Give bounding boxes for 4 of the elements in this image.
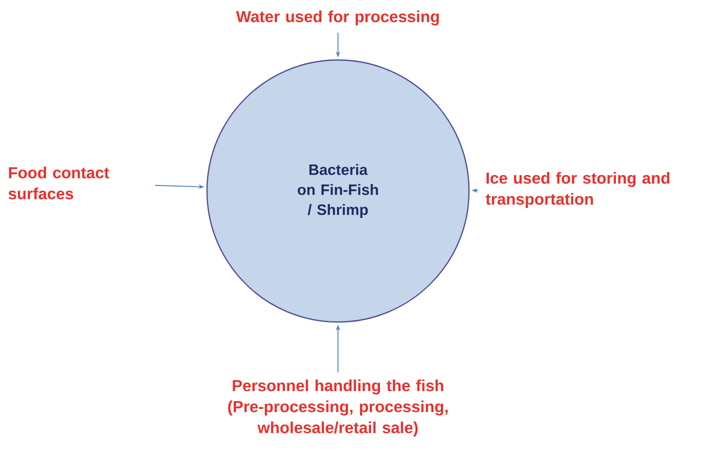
source-label: Water used for processing bbox=[236, 10, 439, 26]
source-label: Personnel handling the fish (Pre-processing, processing, wholesale/retail sale) bbox=[228, 380, 448, 436]
source-label: Ice used for storing and transportation bbox=[486, 172, 670, 208]
source-label: Food contact surfaces bbox=[8, 166, 110, 200]
